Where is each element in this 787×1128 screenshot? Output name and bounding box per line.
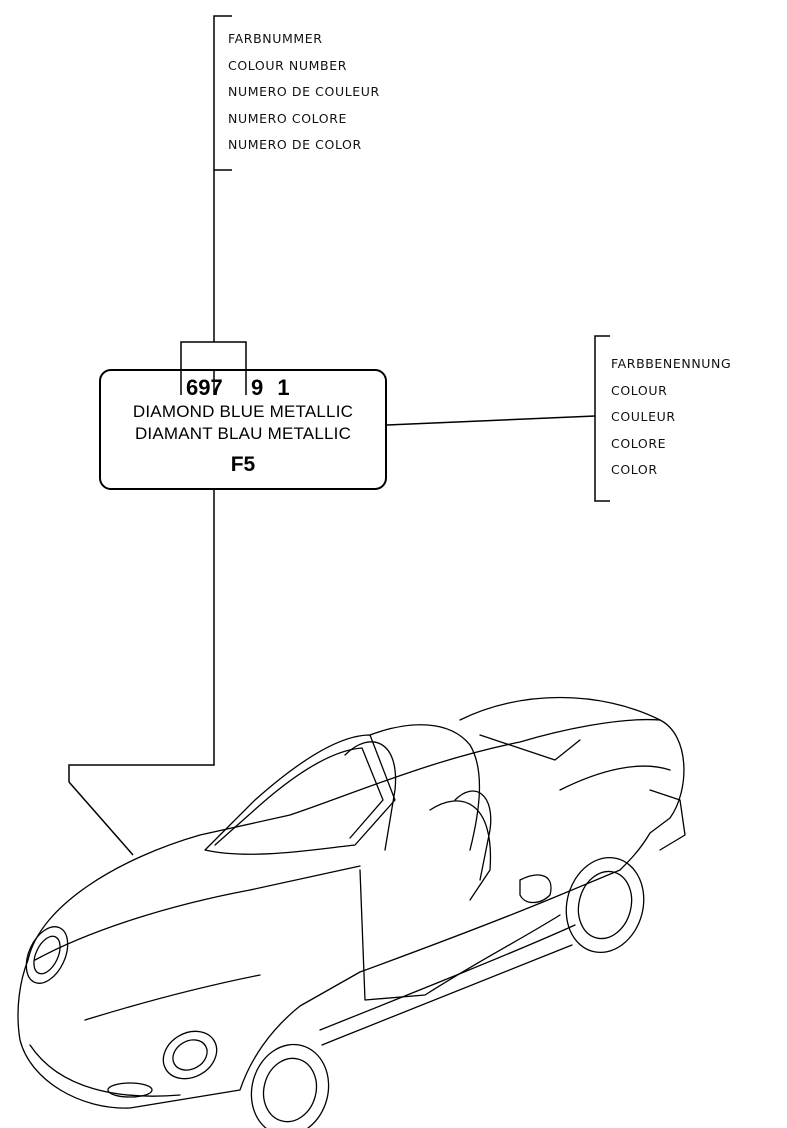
label-leader-line [68,490,215,856]
colour-name-bracket [386,335,610,502]
colour-number-suffix: 9 1 [251,375,294,400]
colour-name-english: DIAMOND BLUE METALLIC [132,402,354,421]
colour-name-german: DIAMANT BLAU METALLIC [134,424,352,443]
colour-number-label: NUMERO COLORE [228,110,347,126]
colour-number-bracket [213,15,232,342]
car-illustration [17,696,686,1128]
f-code: F5 [230,453,256,476]
number-highlight-box [180,341,247,395]
colour-name-label: COLOR [611,462,658,477]
colour-number-label: FARBNUMMER [228,31,323,46]
paint-code-sticker: 697 9 1 DIAMOND BLUE METALLIC DIAMANT BL… [99,369,387,490]
colour-name-label: COULEUR [611,409,676,424]
colour-code-row: 697 9 1 [101,375,385,403]
colour-name-labels: FARBBENENNUNG COLOUR COULEUR COLORE COLO… [611,351,731,484]
colour-number-label: NUMERO DE COULEUR [228,84,380,99]
colour-number-label: COLOUR NUMBER [228,57,347,73]
colour-number-labels: FARBNUMMER COLOUR NUMBER NUMERO DE COULE… [228,26,380,159]
colour-number-code: 697 [186,375,223,400]
colour-name-label: FARBBENENNUNG [611,356,732,371]
colour-number-label: NUMERO DE COLOR [228,137,362,152]
colour-name-label: COLORE [611,435,667,451]
colour-name-label: COLOUR [611,382,668,398]
